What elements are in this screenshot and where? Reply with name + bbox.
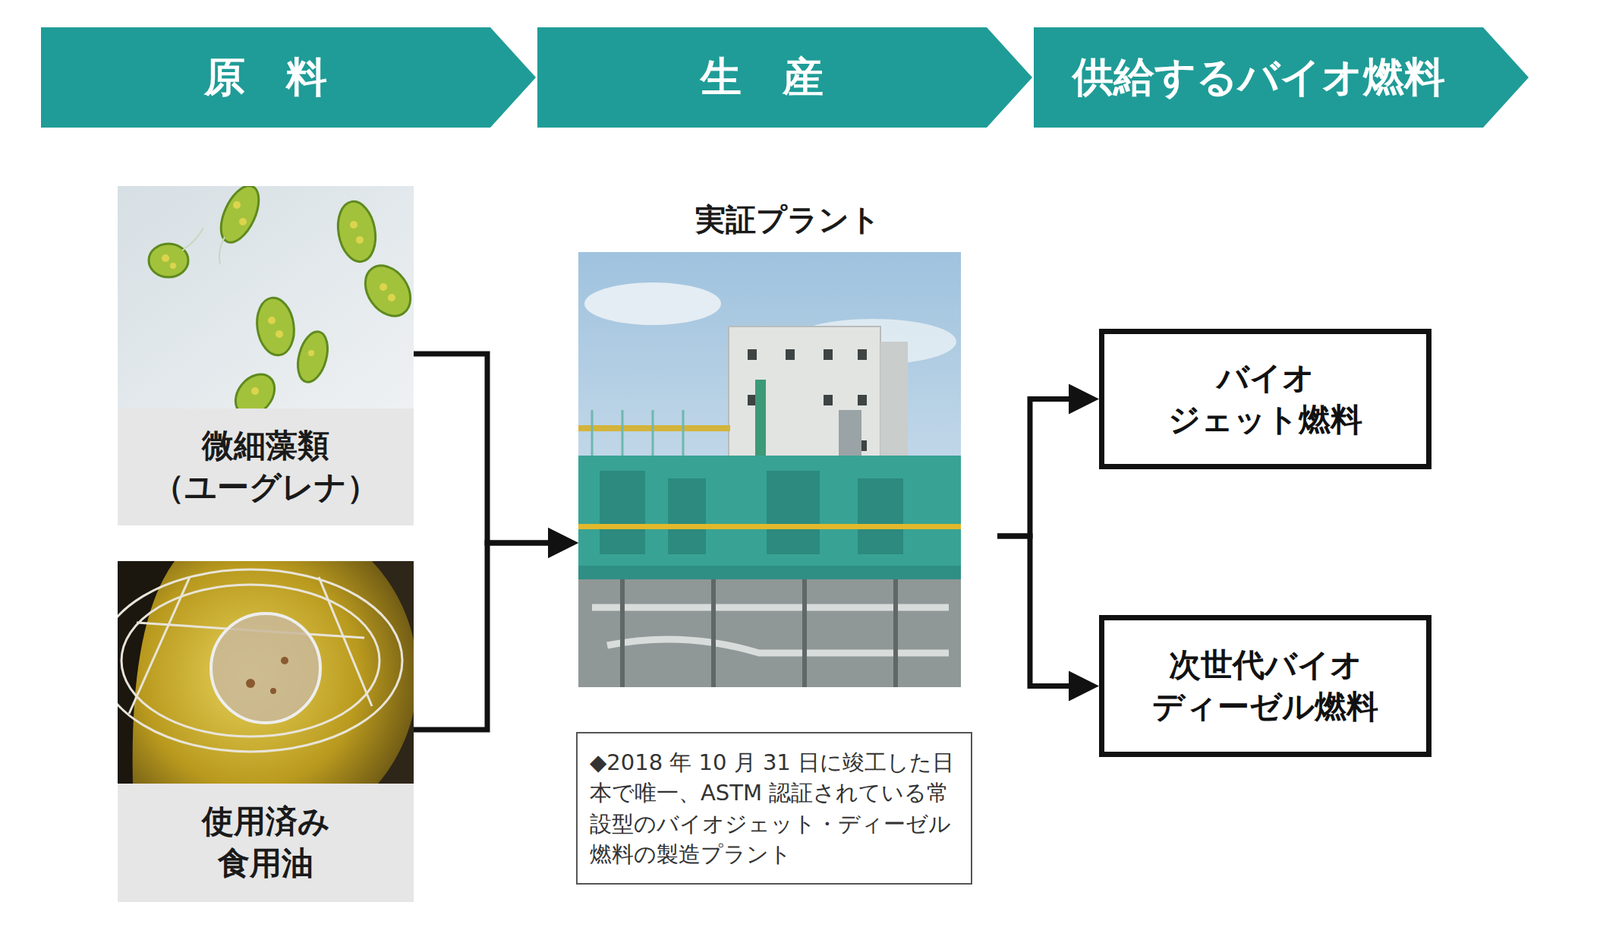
product-box: 次世代バイオ ディーゼル燃料 bbox=[1099, 614, 1432, 757]
plant-photo bbox=[578, 251, 961, 687]
photo-area bbox=[117, 560, 414, 784]
flow-arrow bbox=[997, 399, 1071, 537]
product-box: バイオ ジェット燃料 bbox=[1099, 328, 1432, 470]
cooking-oil-photo bbox=[117, 560, 414, 784]
banner-text-area: 供給するバイオ燃料 bbox=[1033, 27, 1529, 128]
node-label: 次世代バイオ ディーゼル燃料 bbox=[1137, 644, 1393, 728]
euglena-photo bbox=[117, 185, 414, 409]
note-text: ◆2018 年 10 月 31 日に竣工した日本で唯一、ASTM 認証されている… bbox=[589, 746, 959, 869]
chevron-fill bbox=[40, 27, 536, 128]
material-card: 使用済み 食用油 bbox=[117, 560, 414, 902]
photo-area bbox=[578, 251, 998, 687]
node-label: バイオ ジェット燃料 bbox=[1153, 357, 1377, 441]
photo-area bbox=[117, 185, 414, 409]
flow-arrow bbox=[413, 542, 550, 730]
material-card: 微細藻類 （ユーグレナ） bbox=[117, 185, 414, 526]
banner-text-area: 生 産 bbox=[537, 27, 1033, 128]
node-label: 実証プラント bbox=[578, 198, 998, 252]
stage-label: 原 料 bbox=[204, 50, 328, 106]
stage-banner: 供給するバイオ燃料 bbox=[1033, 27, 1529, 128]
stage-banner: 生 産 bbox=[537, 27, 1033, 128]
node-label: 微細藻類 （ユーグレナ） bbox=[148, 425, 385, 508]
chevron-fill bbox=[537, 27, 1033, 128]
note-box: ◆2018 年 10 月 31 日に竣工した日本で唯一、ASTM 認証されている… bbox=[576, 731, 973, 885]
flow-arrow bbox=[997, 535, 1071, 687]
chevron-fill bbox=[1033, 27, 1529, 128]
flow-arrow bbox=[413, 353, 550, 543]
banner-text-area: 原 料 bbox=[40, 27, 536, 128]
stage-label: 供給するバイオ燃料 bbox=[1072, 50, 1446, 106]
photo-caption-area: 使用済み 食用油 bbox=[117, 783, 414, 902]
stage-label: 生 産 bbox=[700, 50, 824, 106]
stage-banner: 原 料 bbox=[40, 27, 536, 128]
plant-photo-card: 実証プラント bbox=[578, 198, 998, 687]
node-label: 使用済み 食用油 bbox=[185, 800, 346, 884]
photo-caption-area: 微細藻類 （ユーグレナ） bbox=[117, 408, 414, 526]
